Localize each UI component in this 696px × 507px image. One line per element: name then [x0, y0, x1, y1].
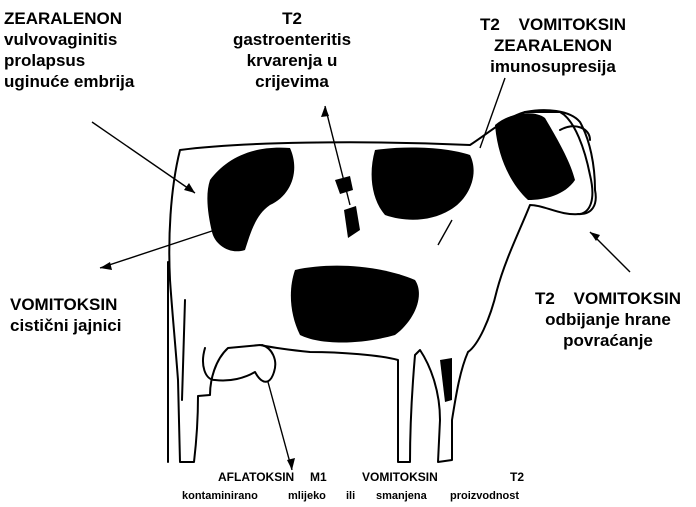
- arrowhead-top-left: [184, 183, 195, 193]
- label-top-left: ZEARALENON vulvovaginitis prolapsus ugin…: [4, 8, 134, 92]
- spot-back: [372, 148, 474, 220]
- arrowhead-top-center: [321, 106, 329, 117]
- label-top-right-line-3: imunosupresija: [448, 56, 658, 77]
- spot-leg: [440, 358, 452, 402]
- arrow-top-left: [92, 122, 195, 193]
- label-bottom-kontaminirano: kontaminirano: [182, 490, 258, 502]
- arrow-bottom: [268, 382, 292, 470]
- label-mid-right: T2 VOMITOKSIN odbijanje hrane povraćanje: [520, 288, 696, 351]
- spot-belly: [291, 266, 419, 343]
- label-top-center-line-3: krvarenja u: [222, 50, 362, 71]
- label-top-left-line-1: ZEARALENON: [4, 8, 134, 29]
- label-mid-left-line-1: VOMITOKSIN: [10, 294, 122, 315]
- label-mid-right-line-3: povraćanje: [520, 330, 696, 351]
- arrowhead-left: [100, 262, 112, 270]
- label-bottom-mlijeko: mlijeko: [288, 490, 326, 502]
- label-top-right: T2 VOMITOKSIN ZEARALENON imunosupresija: [448, 14, 658, 77]
- arrow-center: [438, 220, 452, 245]
- label-bottom-t2: T2: [510, 470, 524, 484]
- label-mid-right-line-2: odbijanje hrane: [520, 309, 696, 330]
- label-mid-left: VOMITOKSIN cistični jajnici: [10, 294, 122, 336]
- label-top-right-line-1: T2 VOMITOKSIN: [448, 14, 658, 35]
- label-bottom-smanjena: smanjena: [376, 490, 427, 502]
- label-bottom-ili: ili: [346, 490, 355, 502]
- spot-hip: [207, 148, 294, 252]
- label-top-center-line-2: gastroenteritis: [222, 29, 362, 50]
- label-top-right-line-2: ZEARALENON: [448, 35, 658, 56]
- arrow-top-center: [325, 106, 350, 205]
- label-top-center-line-4: crijevima: [222, 71, 362, 92]
- label-bottom-vomitoksin: VOMITOKSIN: [362, 470, 438, 484]
- label-mid-left-line-2: cistični jajnici: [10, 315, 122, 336]
- cow-udder: [203, 345, 275, 382]
- label-top-left-line-4: uginuće embrija: [4, 71, 134, 92]
- arrow-left: [100, 230, 215, 268]
- label-bottom-m1: M1: [310, 470, 327, 484]
- spot-neck: [495, 113, 575, 200]
- label-top-left-line-2: vulvovaginitis: [4, 29, 134, 50]
- label-top-center-line-1: T2: [222, 8, 362, 29]
- label-mid-right-line-1: T2 VOMITOKSIN: [520, 288, 696, 309]
- label-bottom-aflatoksin: AFLATOKSIN: [218, 470, 294, 484]
- label-bottom-proizvodnost: proizvodnost: [450, 490, 519, 502]
- spot-small-2: [344, 206, 360, 238]
- label-top-left-line-3: prolapsus: [4, 50, 134, 71]
- label-top-center: T2 gastroenteritis krvarenja u crijevima: [222, 8, 362, 92]
